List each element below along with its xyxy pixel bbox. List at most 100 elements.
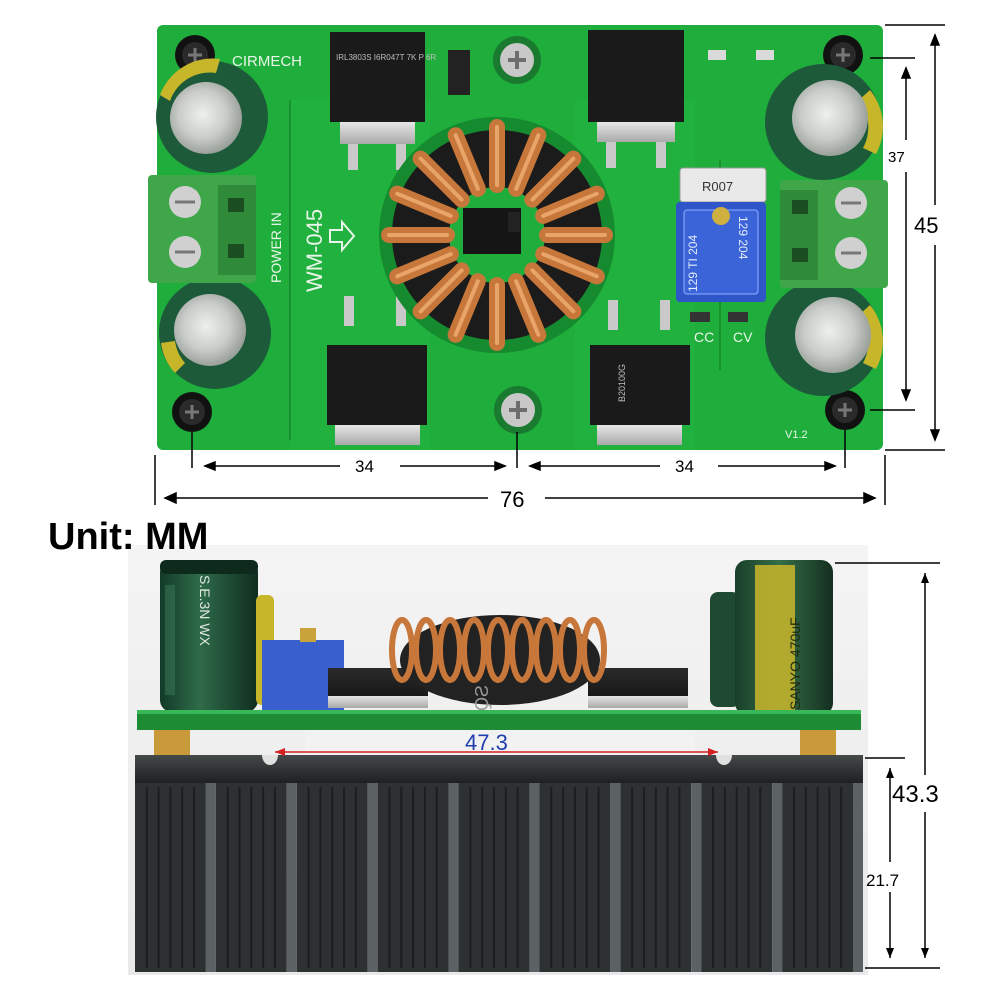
arrow-head <box>708 748 718 756</box>
capacitor-side-left: S.E.3N WX <box>160 560 258 712</box>
version-label: V1.2 <box>785 429 808 441</box>
cc-label: CC <box>694 329 714 345</box>
smd-led-cv <box>728 312 748 322</box>
coil-loop <box>413 617 439 683</box>
cap-left-marking: S.E.3N WX <box>197 575 213 646</box>
mosfet-marking: IRL3803S I6R047T 7K P 6R <box>336 53 436 62</box>
pcb-side-edge <box>137 710 861 730</box>
fin-gap <box>448 783 459 972</box>
unit-label: Unit: MM <box>48 516 209 558</box>
coil-loop <box>485 617 511 683</box>
dim-right-gap: 34 <box>675 457 694 476</box>
capacitor-bottom-right <box>765 280 883 396</box>
cap-right-marking: SANYO 470uF <box>787 617 803 710</box>
arrow-head <box>900 389 912 403</box>
screw-center-bottom <box>494 386 542 434</box>
dim-heatsink-height: 21.7 <box>866 871 899 890</box>
coil-turn-highlight <box>395 191 453 218</box>
terminal-block-output <box>780 180 888 288</box>
coil-loop <box>437 617 463 683</box>
coil-turn-highlight <box>453 279 480 337</box>
fin-gap <box>529 783 540 972</box>
coil-loop <box>461 617 487 683</box>
arrow-icon <box>329 219 356 253</box>
fin-gap <box>853 783 863 972</box>
coil-loop <box>533 617 559 683</box>
coil-turn-highlight <box>514 279 541 337</box>
pot-marking-right: 129 204 <box>736 216 750 260</box>
arrow-head <box>921 948 929 958</box>
coil-turn-highlight <box>541 191 599 218</box>
fin-gap <box>367 783 378 972</box>
smd-led-cc <box>690 312 710 322</box>
arrow-head <box>824 460 838 472</box>
coil-turn-highlight <box>418 156 464 202</box>
fin-gap <box>610 783 621 972</box>
dim-inner-height: 37 <box>888 149 905 166</box>
top-view-dimensions <box>154 24 945 505</box>
coil-turn-highlight <box>453 133 480 191</box>
smd-part <box>448 50 470 95</box>
side-view: S.E.3N WX SANYO 470uF SQ 12 <box>128 545 868 975</box>
toroid-inductor-side: SQ 12 <box>389 615 607 736</box>
smd-part <box>756 50 774 60</box>
fin-gap <box>772 783 783 972</box>
arrow-head <box>921 573 929 583</box>
coil-loop <box>389 617 415 683</box>
coil-turn-highlight <box>530 268 576 314</box>
top-view: CIRMECH WM-045 POWER IN CC CV V1.2 <box>148 25 888 450</box>
arrow-head <box>886 768 894 778</box>
pcb-side-edge-highlight <box>137 710 861 714</box>
arrow-head <box>527 460 541 472</box>
coil-turn-highlight <box>395 252 453 279</box>
smd-part <box>508 212 520 232</box>
screw-bottom-left <box>172 392 212 432</box>
coil-windings-side <box>389 617 607 683</box>
capacitor-bottom-left <box>159 277 271 389</box>
fin-gap <box>691 783 702 972</box>
dim-hole-span: 47.3 <box>465 730 508 755</box>
screw-bottom-right <box>825 390 865 430</box>
smd-part <box>708 50 726 60</box>
capacitor-top-left <box>156 58 268 173</box>
fin-gap <box>205 783 216 972</box>
resistor-marking: R007 <box>702 179 733 194</box>
arrow-head <box>929 32 941 46</box>
heatsink-mount-hole <box>262 755 278 765</box>
dim-total-height: 45 <box>914 213 938 238</box>
arrow-head <box>863 491 877 505</box>
brass-standoff-right <box>800 730 836 755</box>
model-label: WM-045 <box>302 209 327 292</box>
arrow-head <box>202 460 216 472</box>
sense-resistor: R007 <box>679 167 767 203</box>
dim-side-height: 43.3 <box>892 781 939 808</box>
coil-turn-highlight <box>530 156 576 202</box>
pot-marking-left: 129 TI 204 <box>686 235 700 292</box>
side-view-dimensions: 47.3 43.3 21.7 <box>275 562 940 969</box>
mosfet-top-left: IRL3803S I6R047T 7K P 6R <box>330 32 436 170</box>
dim-total-width: 76 <box>500 487 524 512</box>
capacitor-side-right: SANYO 470uF <box>710 560 833 715</box>
diode-marking: B20100G <box>617 364 627 402</box>
heatsink-mount-hole <box>716 755 732 765</box>
capacitor-top-right <box>765 64 883 180</box>
power-in-label: POWER IN <box>268 212 284 283</box>
mosfet-bottom-left <box>327 296 427 445</box>
brand-label: CIRMECH <box>232 53 302 70</box>
arrow-head <box>929 429 941 443</box>
toroid-inductor <box>379 117 615 353</box>
dim-left-gap: 34 <box>355 457 374 476</box>
arrow-head <box>494 460 508 472</box>
coil-turn-highlight <box>514 133 541 191</box>
mosfet-side-left-tab <box>328 696 428 708</box>
trim-potentiometer: 129 TI 204 129 204 <box>676 202 766 302</box>
mosfet-top-right <box>588 30 684 168</box>
coil-loop <box>581 617 607 683</box>
coil-turn-highlight <box>541 252 599 279</box>
diode-bottom-right: B20100G <box>590 300 690 445</box>
heatsink <box>135 755 863 972</box>
brass-standoff-left <box>154 730 190 755</box>
thermal-pad <box>305 730 695 755</box>
